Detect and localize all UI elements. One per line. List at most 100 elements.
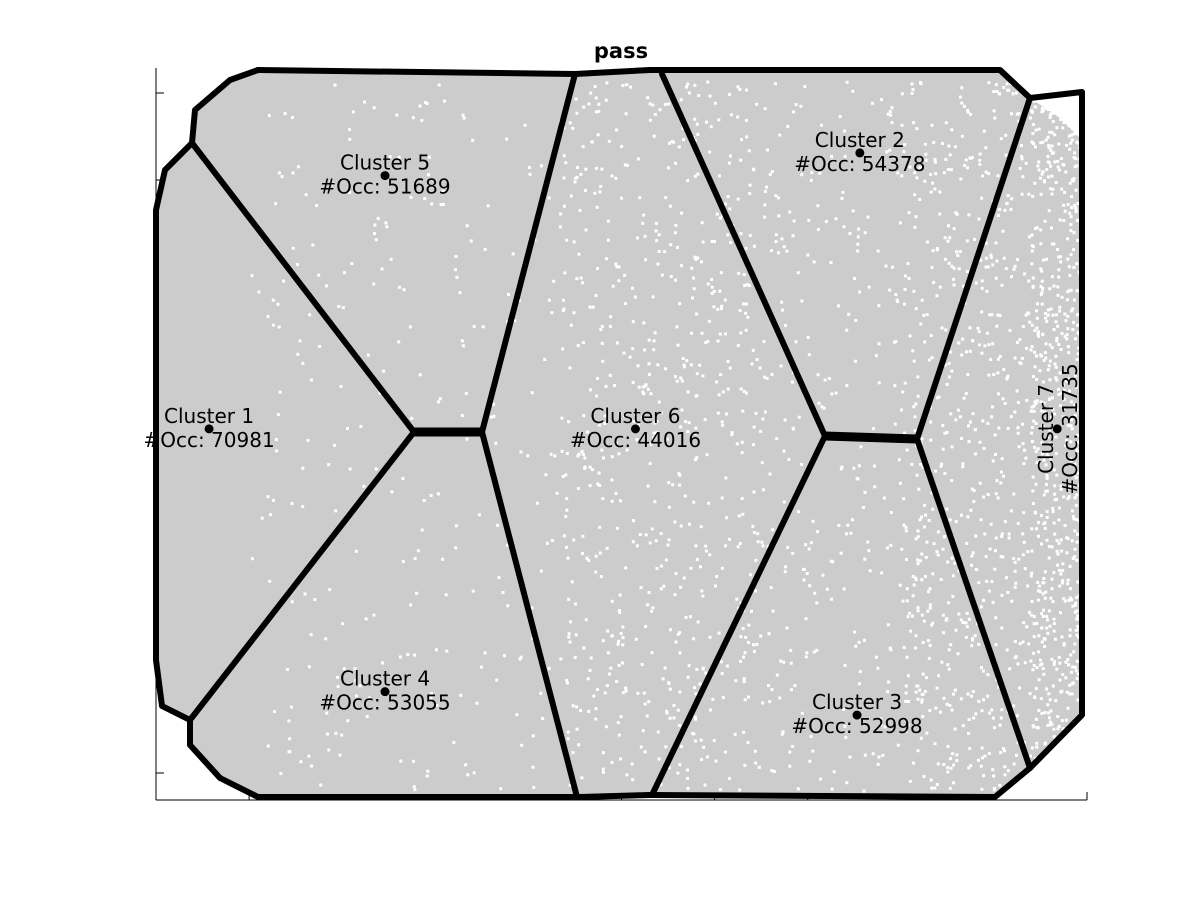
density-speck [876, 249, 880, 253]
density-speck [778, 133, 782, 137]
density-speck [582, 452, 585, 456]
density-speck [1053, 532, 1057, 536]
density-speck [965, 239, 969, 243]
density-speck [676, 632, 680, 636]
density-speck [635, 544, 639, 548]
density-speck [718, 788, 722, 792]
density-speck [904, 529, 908, 533]
density-speck [586, 677, 590, 681]
density-speck [704, 544, 708, 548]
density-speck [1076, 239, 1080, 242]
density-speck [866, 540, 870, 544]
density-speck [597, 109, 601, 113]
density-speck [1077, 441, 1081, 445]
density-speck [1024, 456, 1028, 460]
density-speck [950, 369, 954, 373]
density-speck [782, 500, 786, 504]
density-speck [1059, 572, 1063, 576]
density-speck [1055, 667, 1059, 671]
density-speck [591, 305, 595, 309]
density-speck [1030, 571, 1034, 575]
density-speck [843, 664, 847, 667]
density-speck [260, 516, 264, 520]
density-speck [1051, 120, 1055, 123]
density-speck [1067, 377, 1071, 381]
density-speck [398, 655, 402, 659]
density-speck [461, 344, 465, 348]
density-speck [545, 541, 549, 545]
density-speck [653, 331, 657, 335]
density-speck [968, 747, 972, 750]
density-speck [561, 475, 565, 478]
density-speck [617, 733, 621, 737]
density-speck [471, 138, 475, 142]
density-speck [924, 513, 928, 517]
density-speck [960, 134, 964, 138]
density-speck [953, 145, 957, 149]
density-speck [1020, 356, 1024, 360]
density-speck [800, 711, 804, 715]
density-speck [1066, 203, 1070, 207]
density-speck [1048, 130, 1052, 134]
density-speck [1046, 313, 1050, 317]
density-speck [544, 473, 548, 477]
density-speck [1031, 668, 1035, 672]
density-speck [968, 420, 972, 424]
density-speck [920, 552, 924, 556]
density-speck [796, 271, 800, 275]
density-speck [745, 88, 748, 92]
density-speck [793, 684, 797, 687]
density-speck [933, 742, 937, 746]
density-speck [1060, 549, 1063, 553]
density-speck [568, 640, 572, 644]
density-speck [565, 508, 569, 512]
density-speck [1027, 192, 1031, 196]
density-speck [680, 379, 684, 383]
density-speck [977, 642, 981, 646]
density-speck [741, 512, 745, 516]
density-speck [401, 477, 405, 480]
density-speck [1076, 352, 1080, 356]
density-speck [573, 656, 577, 659]
density-speck [250, 557, 254, 561]
density-speck [1074, 378, 1077, 382]
density-speck [578, 208, 582, 212]
density-speck [982, 598, 986, 602]
density-speck [427, 155, 431, 159]
density-speck [1076, 624, 1080, 628]
density-speck [1056, 715, 1060, 718]
density-speck [589, 656, 593, 660]
density-speck [1057, 343, 1061, 346]
density-speck [682, 576, 686, 580]
density-speck [1030, 527, 1034, 531]
density-speck [1013, 656, 1017, 660]
density-speck [967, 718, 971, 721]
density-speck [983, 754, 987, 758]
density-speck [1059, 538, 1063, 542]
density-speck [777, 196, 780, 200]
density-speck [858, 670, 862, 674]
density-speck [737, 514, 741, 518]
density-speck [1037, 634, 1041, 638]
density-speck [445, 649, 449, 653]
density-speck [750, 609, 753, 613]
density-speck [601, 770, 605, 774]
density-speck [1075, 433, 1079, 437]
density-speck [1075, 659, 1079, 663]
density-speck [874, 655, 878, 659]
density-speck [920, 578, 924, 582]
density-speck [1022, 511, 1026, 515]
density-speck [686, 430, 690, 434]
density-speck [974, 281, 978, 285]
density-speck [721, 696, 725, 700]
density-speck [967, 213, 971, 217]
density-speck [1043, 741, 1047, 745]
density-speck [1010, 275, 1013, 279]
density-speck [1052, 284, 1056, 288]
density-speck [334, 509, 338, 513]
density-speck [829, 261, 833, 265]
density-speck [266, 495, 270, 499]
density-speck [700, 221, 704, 225]
density-speck [464, 391, 468, 395]
density-speck [1042, 458, 1046, 462]
